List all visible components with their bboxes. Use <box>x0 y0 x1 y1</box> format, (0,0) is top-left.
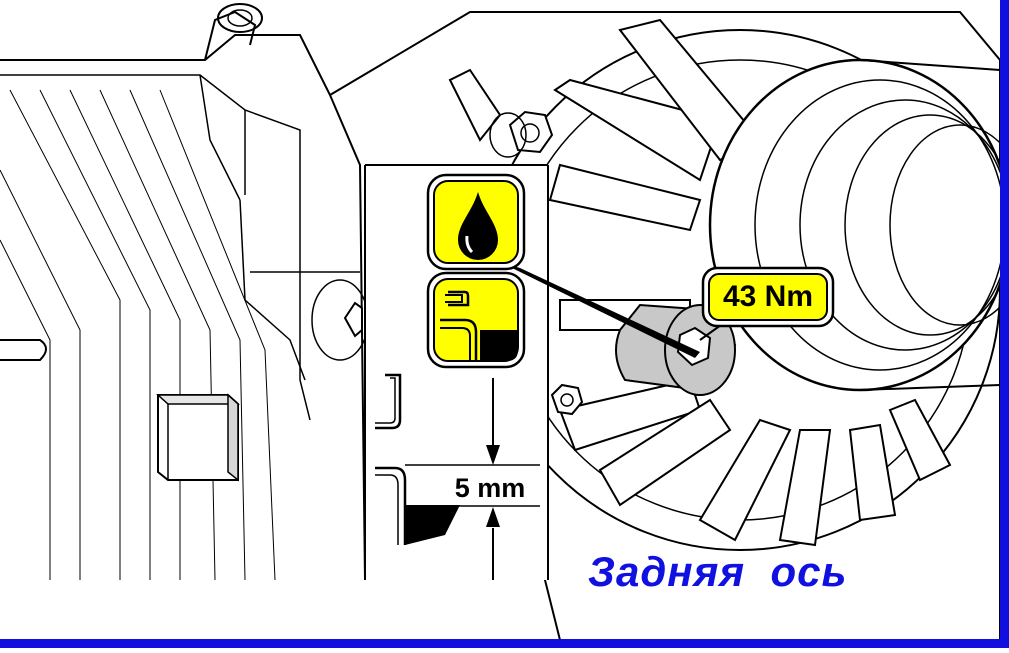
oil-drop-icon <box>426 173 526 271</box>
axle-housing <box>0 3 366 581</box>
oil-level-icon <box>426 271 526 369</box>
fill-gap-label: 5 mm <box>454 472 526 503</box>
mount-block <box>156 393 240 482</box>
bolt-upper <box>489 110 554 158</box>
diagram-caption: Задняя ось <box>588 548 848 595</box>
bolt-lower <box>550 383 584 416</box>
level-section <box>375 373 540 545</box>
torque-callout-box <box>701 266 835 328</box>
leader-line <box>500 262 700 358</box>
torque-value-label: 43 Nm <box>722 280 814 313</box>
gap-arrows <box>486 378 500 580</box>
